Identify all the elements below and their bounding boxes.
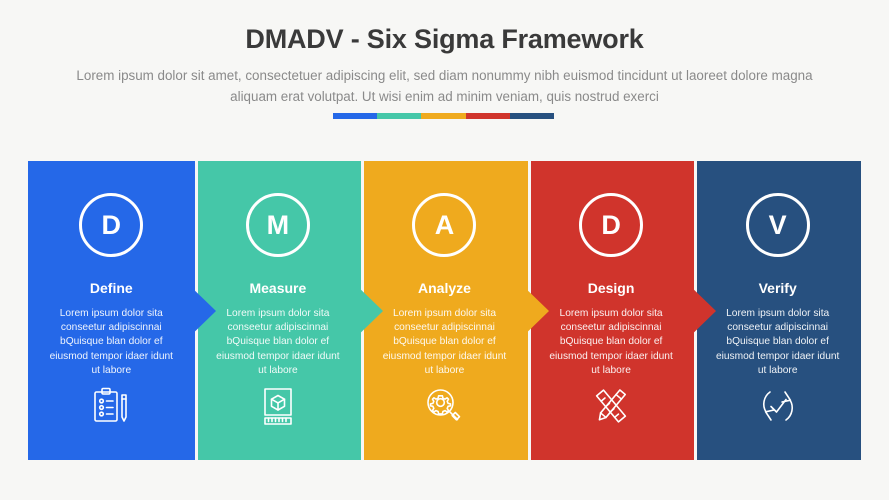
step-title-measure: Measure	[249, 280, 307, 296]
pencil-ruler-cross-icon	[589, 384, 633, 428]
chevron-arrow-design	[693, 280, 720, 342]
step-badge-design: D	[579, 193, 644, 257]
step-letter: D	[101, 209, 122, 240]
step-column-measure[interactable]: M Measure Lorem ipsum dolor sita conseet…	[195, 161, 383, 460]
step-column-analyze[interactable]: A Analyze Lorem ipsum dolor sita conseet…	[361, 161, 550, 460]
step-letter: D	[601, 209, 621, 240]
accent-color-bar	[333, 113, 555, 119]
page-subtitle: Lorem ipsum dolor sit amet, consectetuer…	[76, 68, 813, 104]
step-badge-define: D	[79, 193, 144, 257]
step-badge-verify: V	[745, 193, 810, 257]
chevron-arrow-define	[194, 280, 220, 342]
step-column-verify[interactable]: V Verify Lorem ipsum dolor sita conseetu…	[694, 161, 861, 460]
step-letter: A	[434, 209, 455, 240]
step-description-verify: Lorem ipsum dolor sita conseetur adipisc…	[715, 308, 840, 376]
step-description-analyze: Lorem ipsum dolor sita conseetur adipisc…	[382, 308, 507, 376]
header: DMADV - Six Sigma Framework Lorem ipsum …	[0, 22, 889, 107]
refresh-check-icon	[756, 384, 800, 428]
accent-segment-5	[509, 113, 555, 119]
step-column-design[interactable]: D Design Lorem ipsum dolor sita conseetu…	[528, 161, 716, 460]
step-column-define[interactable]: D Define Lorem ipsum dolor sita conseetu…	[28, 161, 217, 460]
chevron-arrow-analyze	[527, 280, 553, 342]
clipboard-checklist-pencil-icon	[89, 384, 133, 428]
step-badge-analyze: A	[412, 193, 477, 257]
step-description-design: Lorem ipsum dolor sita conseetur adipisc…	[549, 308, 673, 376]
step-badge-measure: M	[245, 193, 310, 257]
chevron-arrow-measure	[360, 280, 387, 342]
step-letter: M	[266, 209, 290, 240]
step-letter: V	[768, 209, 787, 240]
step-title-design: Design	[587, 280, 635, 296]
step-title-verify: Verify	[758, 280, 797, 296]
accent-segment-3	[421, 113, 466, 119]
accent-segment-1	[333, 113, 378, 119]
accent-segment-4	[465, 113, 510, 119]
step-description-measure: Lorem ipsum dolor sita conseetur adipisc…	[216, 308, 340, 376]
step-title-analyze: Analyze	[418, 280, 471, 296]
step-description-define: Lorem ipsum dolor sita conseetur adipisc…	[49, 308, 174, 376]
page-title: DMADV - Six Sigma Framework	[245, 24, 644, 54]
accent-segment-2	[377, 113, 422, 119]
step-title-define: Define	[89, 280, 133, 296]
cube-ruler-icon	[256, 384, 300, 428]
steps-band: D Define Lorem ipsum dolor sita conseetu…	[28, 161, 861, 460]
magnifier-gear-icon	[422, 384, 466, 428]
